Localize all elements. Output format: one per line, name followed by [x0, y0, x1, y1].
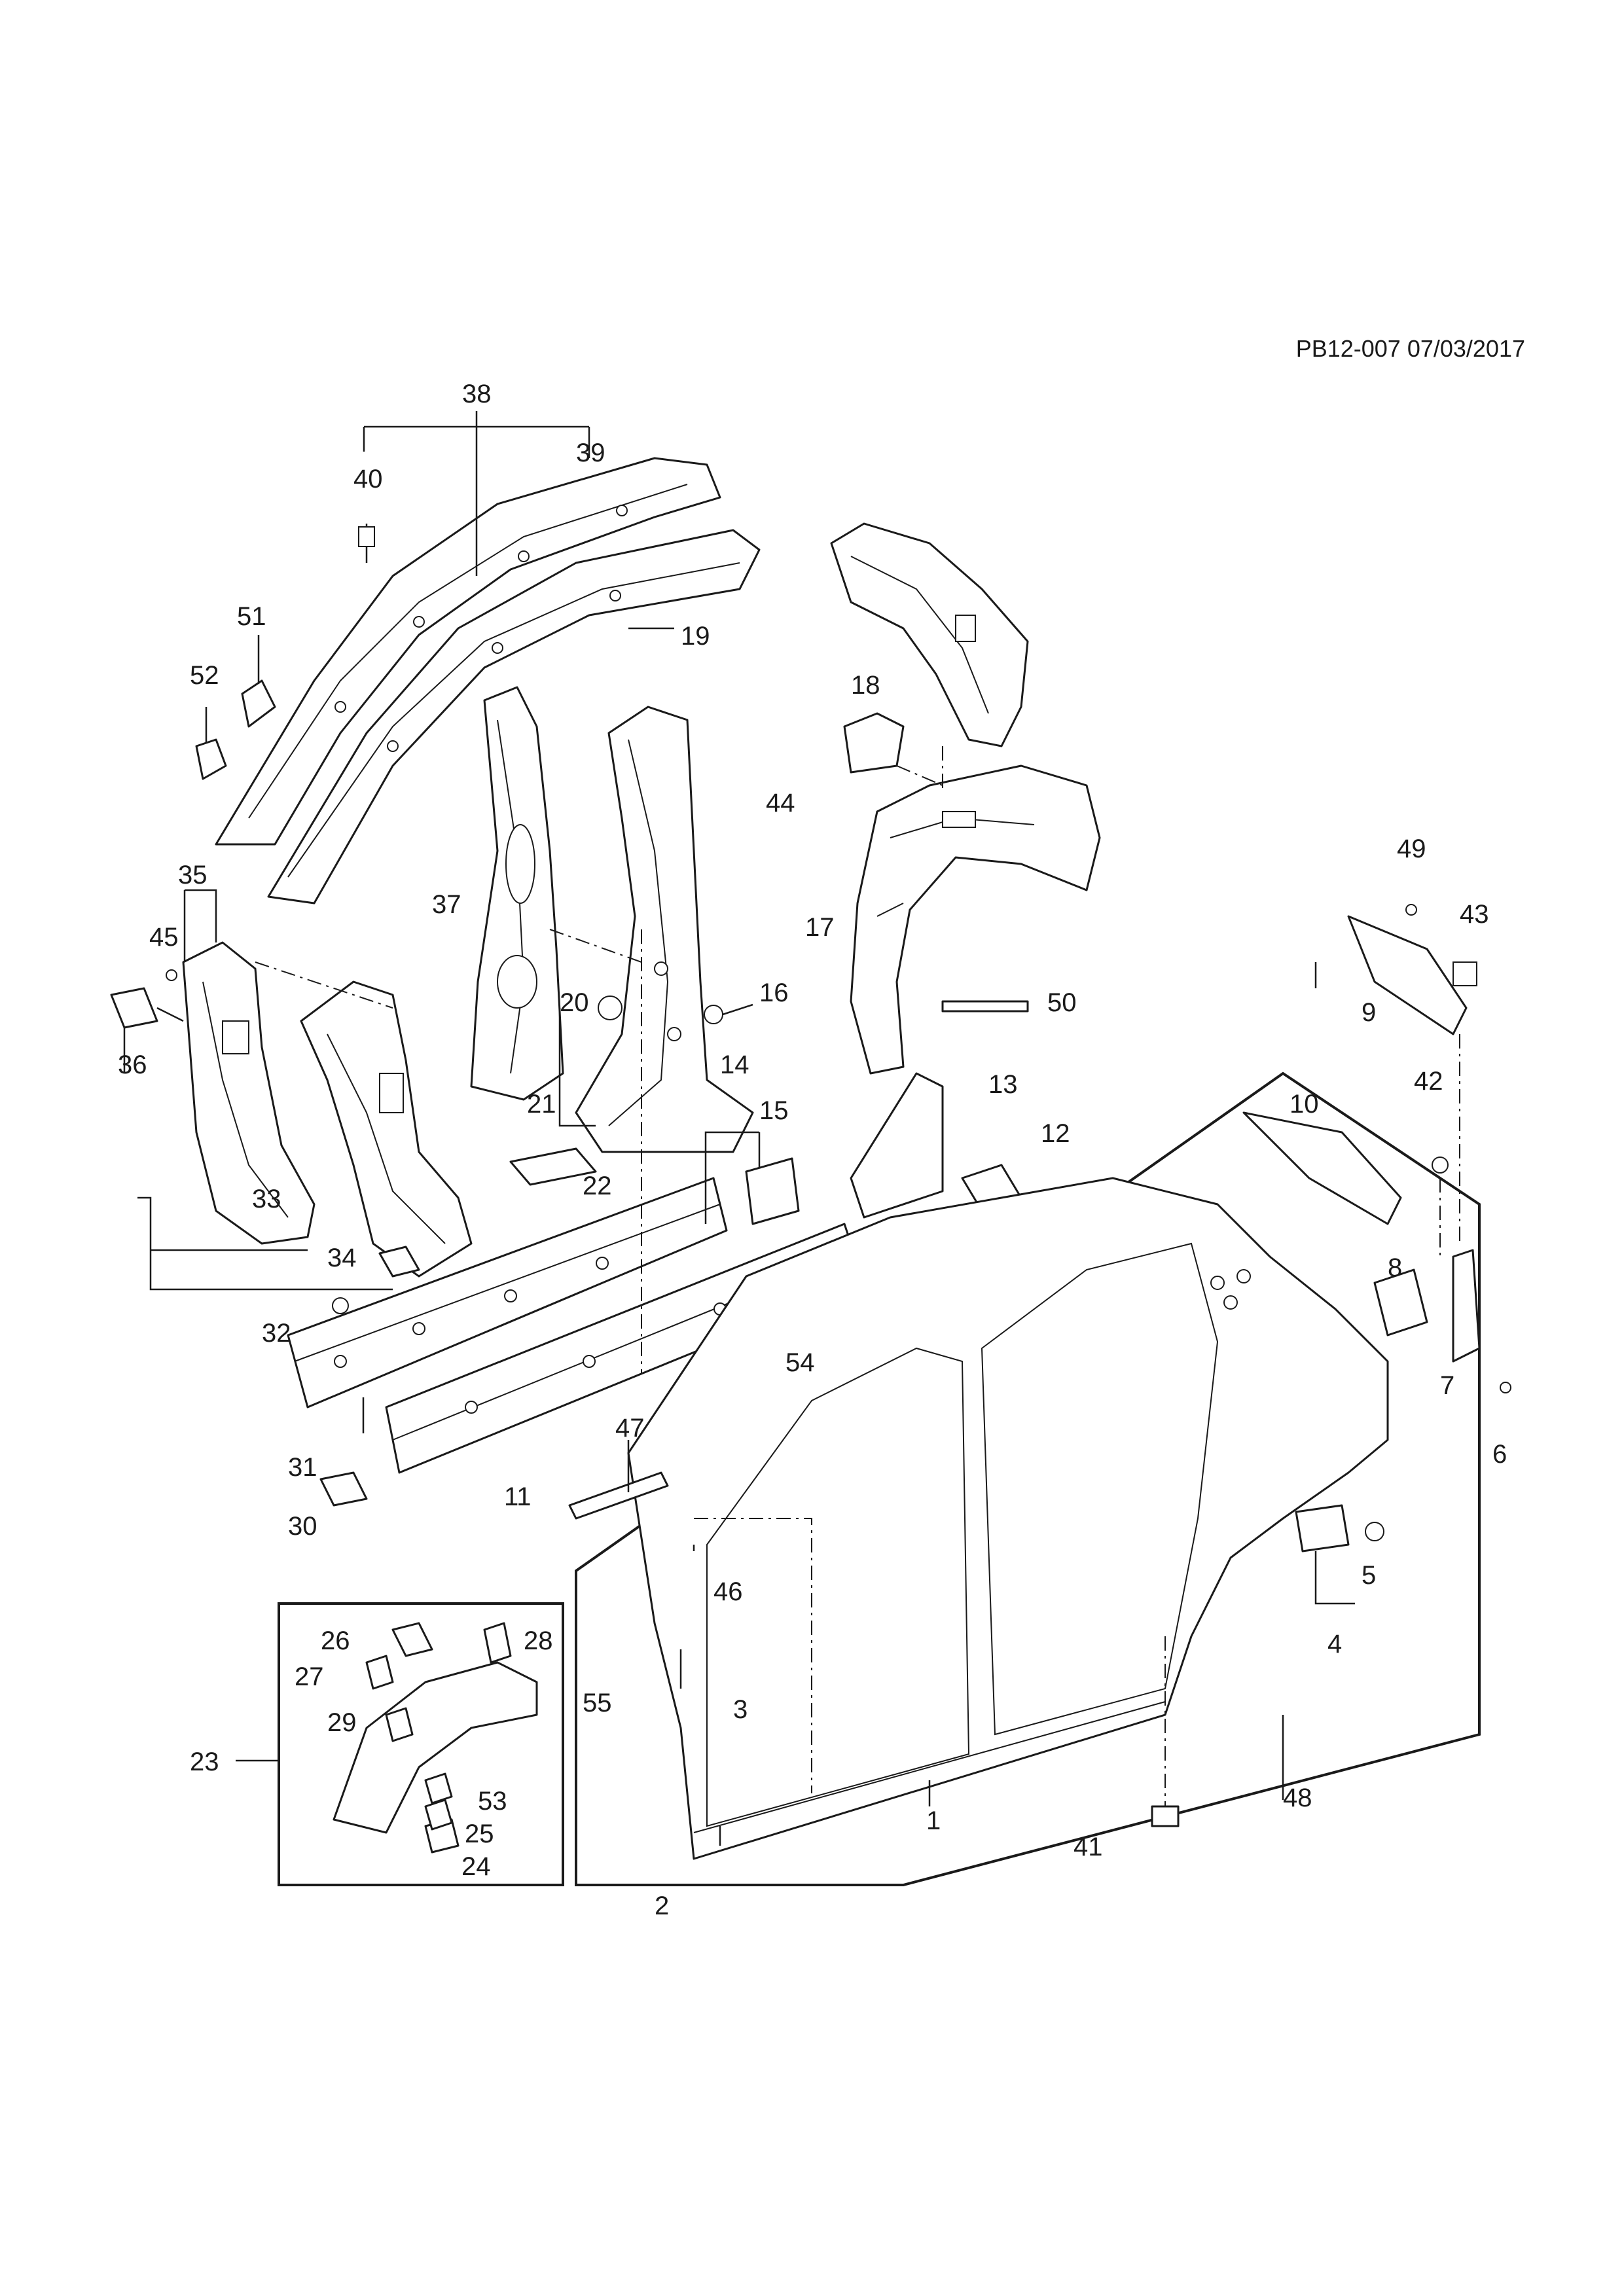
plug-32 [332, 1297, 349, 1314]
callout-48: 48 [1283, 1784, 1312, 1812]
roof-rail-inner [267, 529, 761, 905]
plug-20 [598, 996, 623, 1020]
callout-25: 25 [465, 1820, 494, 1848]
a-pillar-reinforcement [182, 941, 316, 1245]
callout-52: 52 [190, 661, 219, 690]
bolt-6 [1500, 1382, 1511, 1393]
pad-43 [1453, 961, 1477, 986]
callout-6: 6 [1492, 1440, 1507, 1469]
bracket-8 [1373, 1268, 1428, 1336]
callout-49: 49 [1397, 834, 1426, 863]
callout-26: 26 [321, 1626, 350, 1655]
callout-19: 19 [681, 622, 710, 651]
callout-5: 5 [1362, 1561, 1376, 1590]
bracket-10 [1242, 1111, 1402, 1225]
callout-33: 33 [252, 1185, 281, 1213]
callout-labels: 1 2 3 4 5 6 7 8 9 10 11 12 13 14 15 16 1… [118, 380, 1507, 1920]
bolt-49 [1405, 904, 1417, 916]
callout-40: 40 [353, 465, 383, 493]
strip-50 [941, 1000, 1029, 1013]
callout-55: 55 [583, 1689, 612, 1717]
body-side-outer-1 [627, 1177, 1389, 1860]
callout-23: 23 [190, 1748, 219, 1776]
callout-9: 9 [1362, 998, 1376, 1027]
callout-29: 29 [327, 1708, 357, 1737]
panel-13 [850, 1072, 944, 1219]
bracket-30 [319, 1471, 368, 1507]
callout-22: 22 [583, 1172, 612, 1200]
cap-5 [1365, 1522, 1384, 1541]
b-pillar-inner [470, 686, 564, 1101]
a-pillar-inner [300, 980, 473, 1278]
nut-45 [166, 969, 177, 981]
front-wheelhouse-inset [333, 1622, 538, 1854]
callout-37: 37 [432, 890, 461, 919]
callout-15: 15 [759, 1096, 789, 1125]
callout-27: 27 [295, 1662, 324, 1691]
callout-13: 13 [988, 1070, 1018, 1099]
bracket-51 [241, 635, 276, 728]
callout-11: 11 [504, 1482, 532, 1511]
callout-24: 24 [461, 1852, 491, 1881]
bracket-34 [378, 1246, 420, 1278]
document-id: PB12-007 07/03/2017 [1296, 335, 1525, 362]
callout-35: 35 [178, 861, 208, 889]
callout-30: 30 [288, 1512, 317, 1541]
b-pillar-outer [575, 706, 754, 1153]
bracket-36 [110, 987, 158, 1029]
rear-quarter-inner-18 [830, 522, 1029, 747]
callout-32: 32 [262, 1319, 291, 1348]
callout-7: 7 [1440, 1371, 1454, 1400]
callout-50: 50 [1047, 988, 1077, 1017]
callout-46: 46 [713, 1577, 743, 1606]
callout-4: 4 [1327, 1630, 1342, 1659]
pad-22 [509, 1147, 597, 1186]
roof-rail-outer [215, 457, 721, 846]
callout-38: 38 [462, 380, 492, 408]
callout-14: 14 [720, 1050, 749, 1079]
callout-47: 47 [615, 1414, 645, 1443]
callout-36: 36 [118, 1050, 147, 1079]
callout-20: 20 [560, 988, 589, 1017]
inset-frame [278, 1602, 564, 1886]
bracket-7 [1452, 1249, 1481, 1363]
assembly-48-frame [575, 1071, 1481, 1886]
callout-21: 21 [527, 1090, 556, 1119]
callout-10: 10 [1290, 1090, 1319, 1119]
callout-34: 34 [327, 1244, 357, 1272]
callout-42: 42 [1414, 1067, 1443, 1096]
callout-54: 54 [785, 1348, 815, 1377]
callout-39: 39 [576, 439, 605, 467]
clip-52 [195, 707, 227, 780]
callout-31: 31 [288, 1453, 317, 1482]
callout-1: 1 [926, 1806, 941, 1835]
flap-4 [1295, 1504, 1350, 1552]
callout-43: 43 [1460, 900, 1489, 929]
rear-wheelhouse-17 [850, 764, 1101, 1075]
callout-45: 45 [149, 923, 179, 952]
bracket-41 [1151, 1805, 1180, 1827]
clip-icon [358, 526, 375, 547]
callout-41: 41 [1074, 1833, 1103, 1861]
strip-47 [568, 1471, 669, 1520]
bracket-9 [1347, 915, 1468, 1035]
callout-17: 17 [805, 913, 835, 942]
callout-3: 3 [733, 1695, 748, 1724]
bracket-44 [843, 712, 905, 774]
bracket-15 [745, 1157, 800, 1225]
rocker-inner-32 [287, 1177, 728, 1408]
callout-53: 53 [478, 1787, 507, 1816]
callout-12: 12 [1041, 1119, 1070, 1148]
callout-8: 8 [1388, 1253, 1402, 1282]
callout-28: 28 [524, 1626, 553, 1655]
grommet-16 [704, 1005, 723, 1024]
callout-16: 16 [759, 978, 789, 1007]
callout-2: 2 [655, 1892, 669, 1920]
callout-18: 18 [851, 671, 880, 700]
callout-44: 44 [766, 789, 795, 817]
callout-51: 51 [237, 602, 266, 631]
nut-42 [1432, 1157, 1449, 1174]
